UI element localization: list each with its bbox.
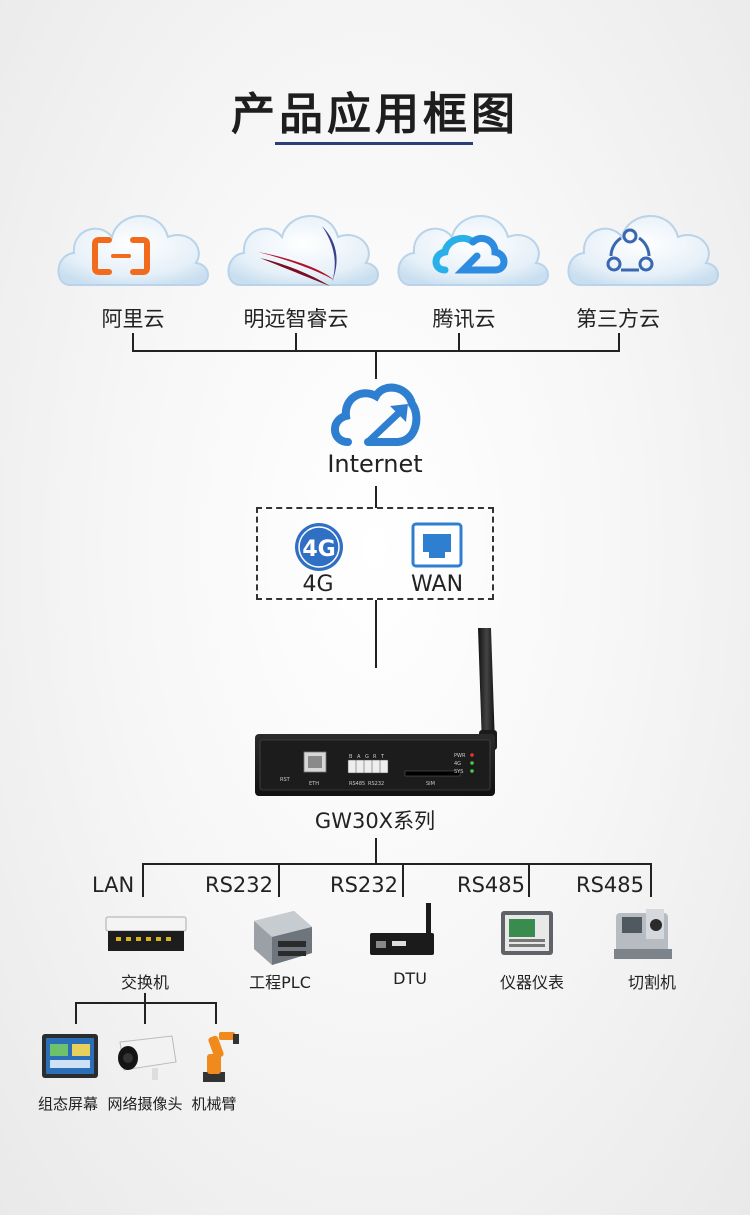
rs485-panel-label: RS485	[349, 781, 365, 787]
tencent-cloud-icon	[432, 234, 508, 274]
plc-image	[254, 911, 312, 965]
led-4g	[470, 761, 474, 765]
cutter-image	[614, 909, 672, 959]
cloud-shape-third-party	[567, 215, 719, 286]
internet-label: Internet	[327, 450, 423, 478]
connector-third-party	[618, 333, 620, 351]
gateway-device: RST ETH B A G R T RS485 RS232 SIM PWR 4G…	[255, 628, 497, 796]
port-label-rs232-b: RS232	[330, 873, 399, 897]
led-pwr	[470, 753, 474, 757]
switch-image	[105, 916, 187, 951]
led-sys	[470, 769, 474, 773]
cloud-label-tencent: 腾讯云	[432, 307, 496, 331]
terminal-label-b: B	[349, 754, 353, 760]
lan-device-label-robot-arm: 机械臂	[191, 1095, 237, 1113]
terminal-label-t: T	[380, 754, 385, 760]
peripheral-devices-layer	[105, 903, 672, 965]
uplink-to-device-line	[375, 600, 377, 668]
lan-devices-layer	[42, 1032, 239, 1082]
device-label-plc: 工程PLC	[249, 973, 311, 992]
port-label-lan: LAN	[92, 873, 135, 897]
uplink-label-wan: WAN	[410, 572, 464, 597]
terminal-label-g: G	[365, 754, 369, 760]
4g-badge-text: 4G	[302, 537, 335, 562]
connector-rs485-a	[528, 863, 530, 897]
uplink-label-4g: 4G	[302, 572, 334, 597]
connector-aliyun	[132, 333, 134, 351]
terminal-label-a: A	[357, 754, 361, 760]
device-label-cutter: 切割机	[627, 973, 676, 992]
led-label-pwr: PWR	[454, 753, 466, 759]
cloud-icons-layer	[57, 215, 719, 286]
cloud-shape-mingyuan	[227, 215, 379, 286]
port-label-rs485-a: RS485	[457, 873, 526, 897]
internet-to-uplink-line	[375, 486, 377, 508]
connector-robot-arm	[215, 1002, 217, 1024]
cloud-label-aliyun: 阿里云	[101, 307, 165, 331]
hmi-screen-image	[42, 1034, 98, 1078]
connector-tencent	[458, 333, 460, 351]
device-label: GW30X系列	[314, 809, 436, 833]
cloud-to-internet-line	[375, 351, 377, 379]
port-label-rs232-a: RS232	[205, 873, 274, 897]
cloud-shape-tencent	[397, 215, 549, 286]
eth-label: ETH	[309, 781, 319, 787]
uplink-group	[256, 507, 494, 600]
antenna	[478, 628, 497, 750]
device-label-dtu: DTU	[393, 969, 427, 988]
cloud-label-third-party: 第三方云	[576, 307, 660, 331]
device-label-switch: 交换机	[120, 973, 169, 992]
dtu-image	[370, 903, 434, 955]
terminal-label-r: R	[373, 754, 377, 760]
led-label-4g: 4G	[454, 761, 461, 767]
connector-mingyuan	[295, 333, 297, 351]
lan-device-label-camera: 网络摄像头	[107, 1095, 183, 1113]
page-title: 产品应用框图	[231, 89, 519, 140]
share-network-icon	[606, 228, 654, 272]
lan-device-label-screen: 组态屏幕	[37, 1095, 98, 1113]
instrument-image	[501, 911, 553, 955]
cloud-label-mingyuan: 明远智睿云	[243, 307, 349, 331]
connector-rs485-b	[650, 863, 652, 897]
device-to-port-bus-line	[375, 838, 377, 864]
terminal-block	[347, 759, 389, 774]
port-label-rs485-b: RS485	[576, 873, 645, 897]
switch-to-sub-bus-line	[144, 993, 146, 1003]
rst-label: RST	[280, 777, 291, 783]
connector-rs232-a	[278, 863, 280, 897]
ethernet-port-icon	[411, 522, 463, 568]
mingyuan-icon	[258, 226, 337, 286]
lan-sub-bus-line	[75, 1002, 217, 1004]
robot-arm-image	[203, 1032, 239, 1082]
title-underline	[275, 142, 473, 145]
connector-camera	[144, 1002, 146, 1024]
cloud-arrow-icon	[331, 383, 421, 446]
rs232-panel-label: RS232	[368, 781, 384, 787]
led-label-sys: SYS	[454, 769, 463, 775]
sim-label: SIM	[426, 781, 435, 787]
camera-image	[118, 1035, 177, 1080]
connector-screen	[75, 1002, 77, 1024]
aliyun-icon	[92, 237, 150, 275]
port-bus-line	[142, 863, 651, 865]
4g-badge-icon: 4G	[295, 523, 343, 571]
device-label-instrument: 仪器仪表	[499, 973, 564, 992]
connector-rs232-b	[402, 863, 404, 897]
connector-lan	[142, 863, 144, 897]
